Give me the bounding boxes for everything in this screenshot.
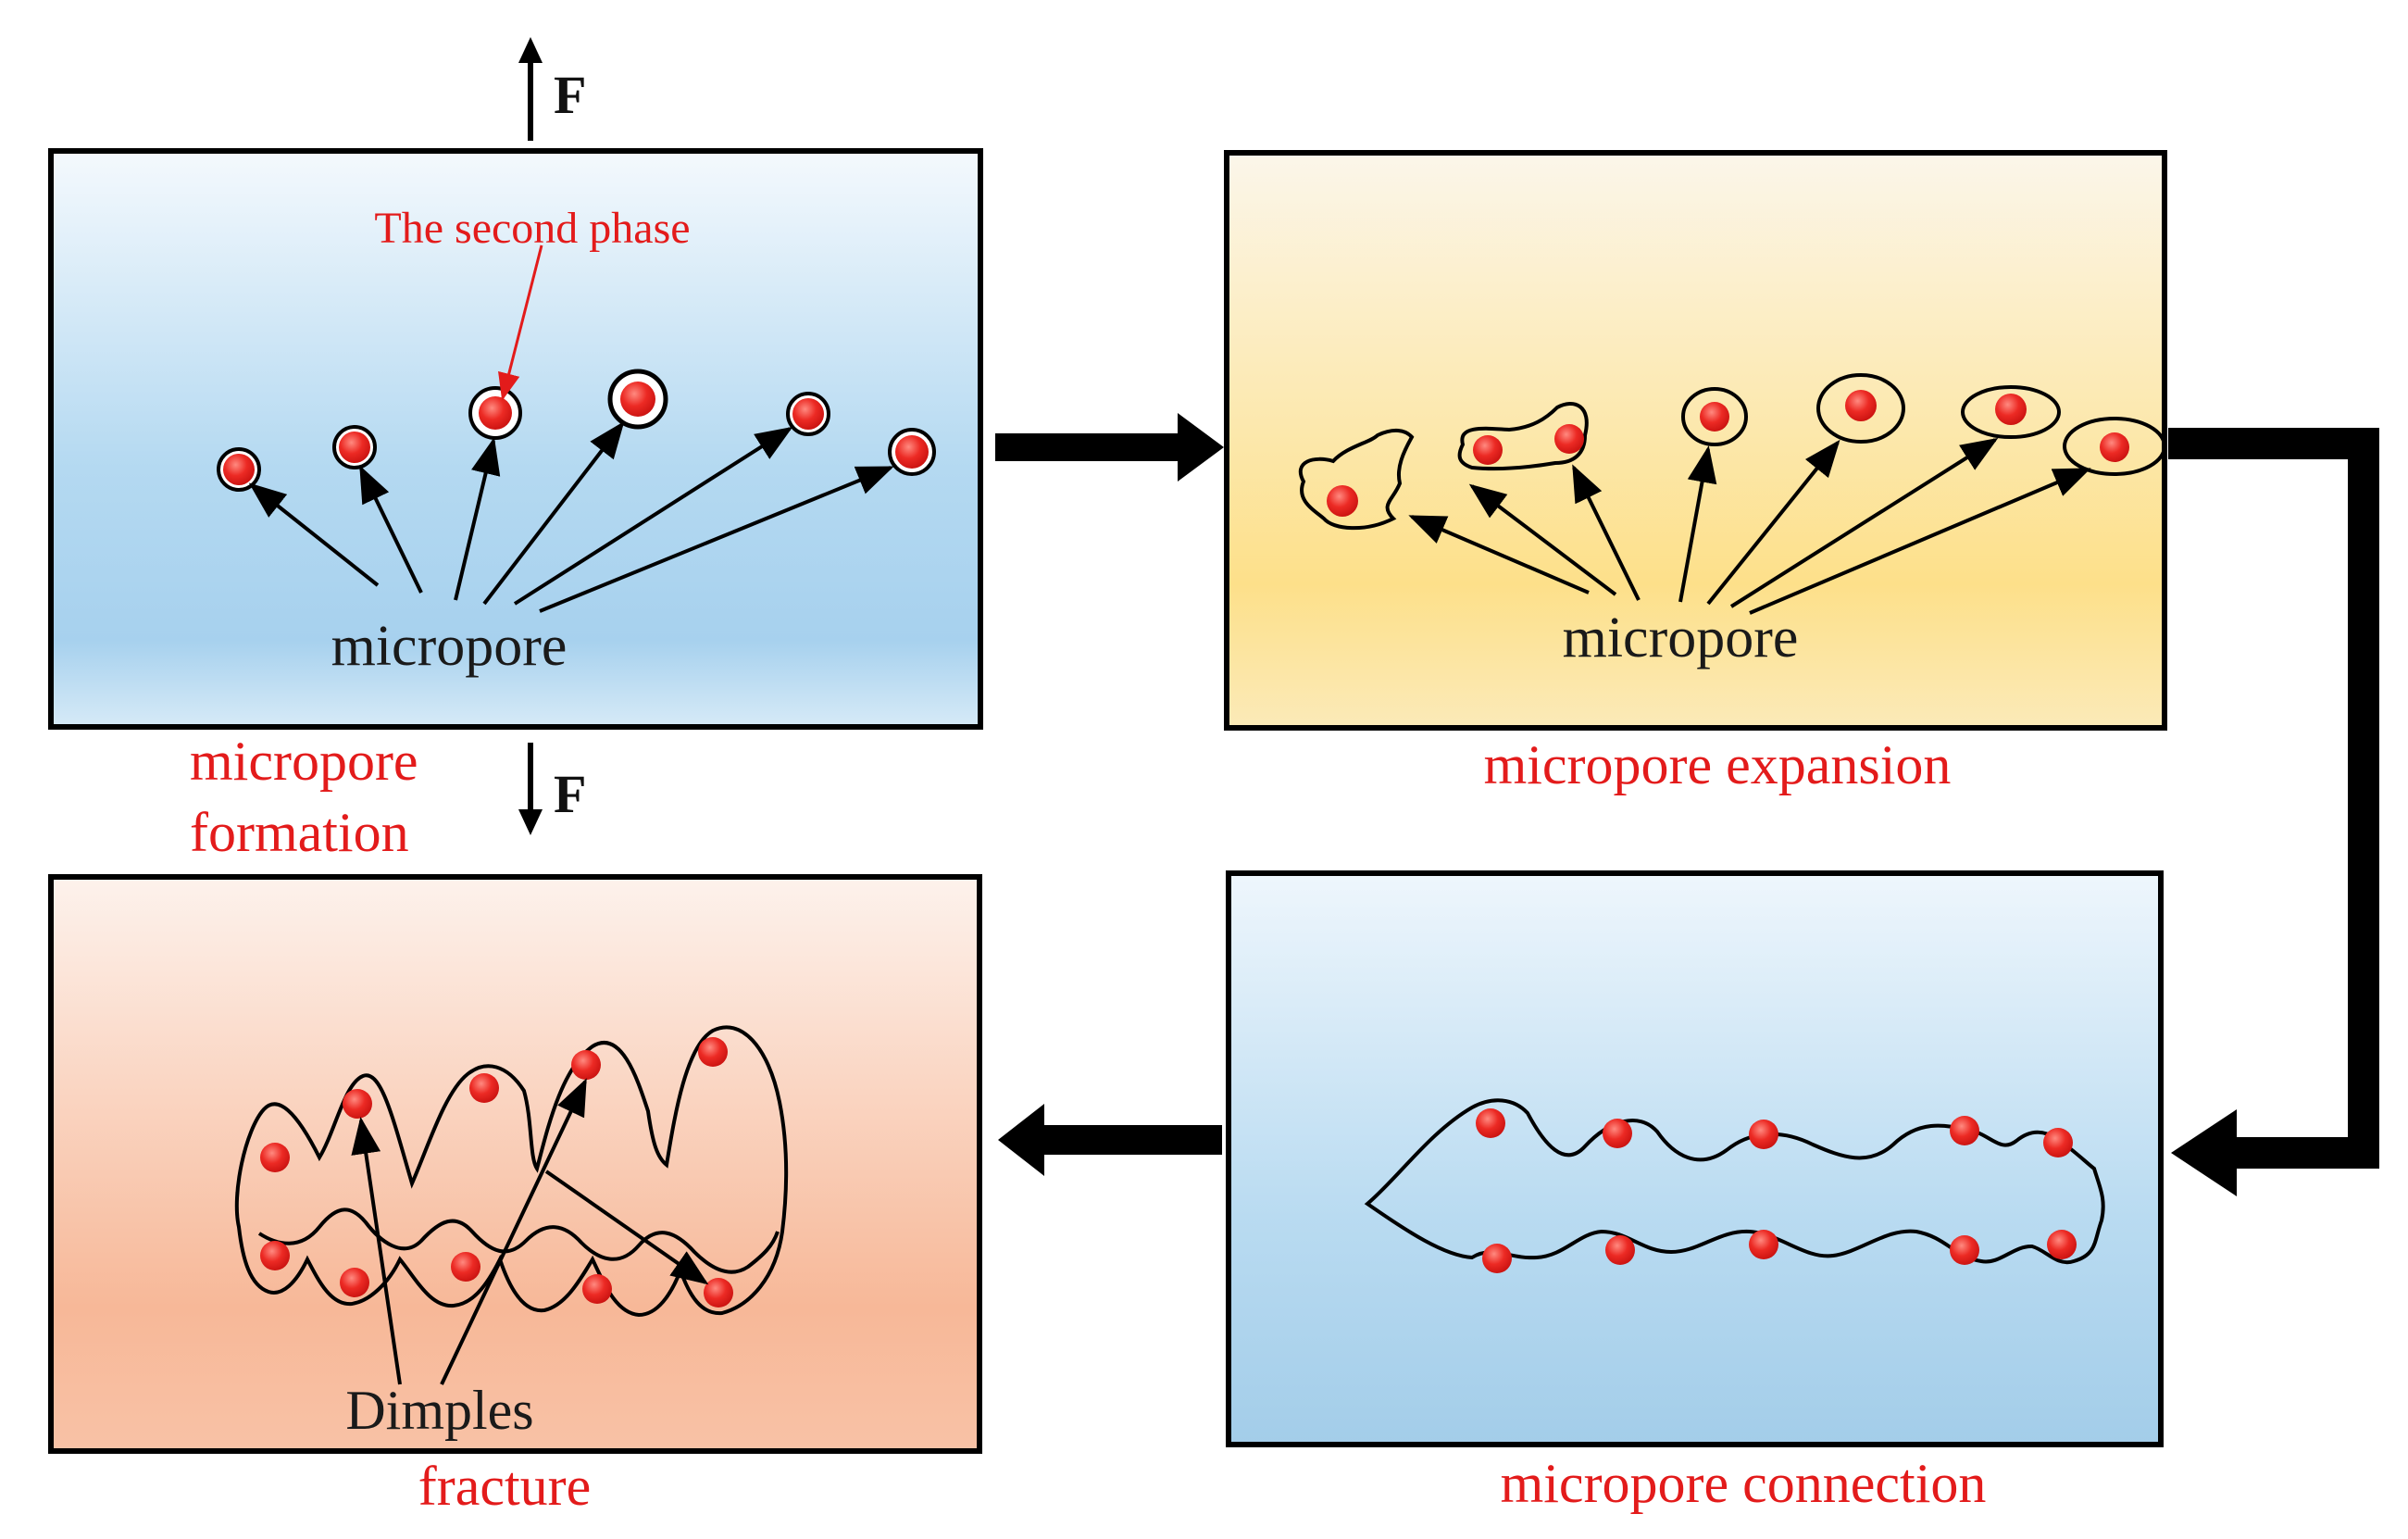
particle bbox=[571, 1050, 601, 1080]
particle bbox=[1605, 1235, 1635, 1265]
panel-expansion: micropore bbox=[1224, 150, 2167, 731]
particle bbox=[2100, 432, 2129, 462]
particle bbox=[1603, 1119, 1632, 1148]
panel-fracture-box bbox=[48, 874, 982, 1454]
panel-fracture: Dimples bbox=[48, 874, 982, 1454]
particle bbox=[1476, 1108, 1505, 1138]
particle bbox=[1700, 402, 1729, 432]
particle bbox=[1554, 424, 1584, 454]
particle bbox=[469, 1073, 499, 1103]
force-top: F bbox=[518, 37, 586, 141]
particle bbox=[1950, 1235, 1979, 1265]
panel-formation: The second phase micropore bbox=[48, 148, 983, 730]
force-down-arrowhead bbox=[518, 809, 543, 835]
panel-connection bbox=[1226, 870, 2164, 1447]
expansion-micropore-label: micropore bbox=[1563, 607, 1799, 669]
second-phase-pointer bbox=[498, 244, 543, 401]
fracture-arrows bbox=[351, 1078, 709, 1385]
pore bbox=[468, 386, 522, 440]
caption-expansion: micropore expansion bbox=[1484, 734, 1952, 795]
pore-irregular bbox=[1298, 429, 1415, 531]
particle bbox=[2047, 1230, 2077, 1259]
particle bbox=[1749, 1230, 1778, 1259]
second-phase-label: The second phase bbox=[374, 204, 690, 253]
fracture-particles bbox=[260, 1037, 733, 1308]
pore-ellipse bbox=[2063, 417, 2166, 476]
particle bbox=[1327, 485, 1358, 517]
flow-arrow-right bbox=[995, 413, 1224, 482]
pore bbox=[786, 392, 830, 436]
formation-micropore-label: micropore bbox=[331, 615, 568, 678]
particle bbox=[1749, 1120, 1778, 1149]
pore-ellipse bbox=[1681, 387, 1748, 446]
particle bbox=[582, 1274, 612, 1304]
pore bbox=[888, 428, 936, 476]
formation-pores bbox=[217, 369, 936, 492]
force-top-label: F bbox=[554, 65, 586, 125]
expansion-particles bbox=[1327, 390, 2129, 517]
particle bbox=[260, 1143, 290, 1172]
panel-formation-box bbox=[48, 148, 983, 730]
particle bbox=[698, 1037, 728, 1067]
pore-ellipse bbox=[1816, 373, 1905, 444]
particle bbox=[343, 1089, 372, 1119]
particle bbox=[2043, 1128, 2073, 1157]
pore-ellipse bbox=[1961, 385, 2061, 439]
pore-double bbox=[1457, 402, 1589, 471]
flow-arrow-elbow bbox=[2168, 428, 2379, 1196]
particle bbox=[451, 1252, 480, 1282]
formation-arrows bbox=[248, 420, 894, 613]
force-bottom-label: F bbox=[554, 764, 586, 824]
force-up-arrowhead bbox=[518, 37, 543, 63]
caption-formation-line2: formation bbox=[190, 802, 409, 863]
particle bbox=[1473, 435, 1503, 465]
caption-fracture: fracture bbox=[418, 1456, 592, 1517]
connection-particles bbox=[1476, 1108, 2077, 1273]
pore bbox=[217, 447, 261, 492]
pore bbox=[607, 369, 668, 430]
particle bbox=[1995, 394, 2027, 425]
particle bbox=[1845, 390, 1877, 421]
expansion-pores bbox=[1298, 373, 2166, 531]
flow-arrow-left bbox=[998, 1104, 1222, 1176]
particle bbox=[1950, 1116, 1979, 1145]
particle bbox=[704, 1278, 733, 1308]
caption-formation-line1: micropore bbox=[190, 731, 418, 792]
particle bbox=[260, 1241, 290, 1270]
particle bbox=[1482, 1244, 1512, 1273]
dimples-label: Dimples bbox=[345, 1380, 533, 1441]
particle bbox=[340, 1268, 369, 1297]
expansion-arrows bbox=[1408, 437, 2091, 615]
dimples-outline bbox=[234, 1025, 789, 1318]
caption-connection: micropore connection bbox=[1501, 1453, 1987, 1514]
pore bbox=[332, 425, 377, 469]
force-bottom: F bbox=[518, 743, 586, 835]
